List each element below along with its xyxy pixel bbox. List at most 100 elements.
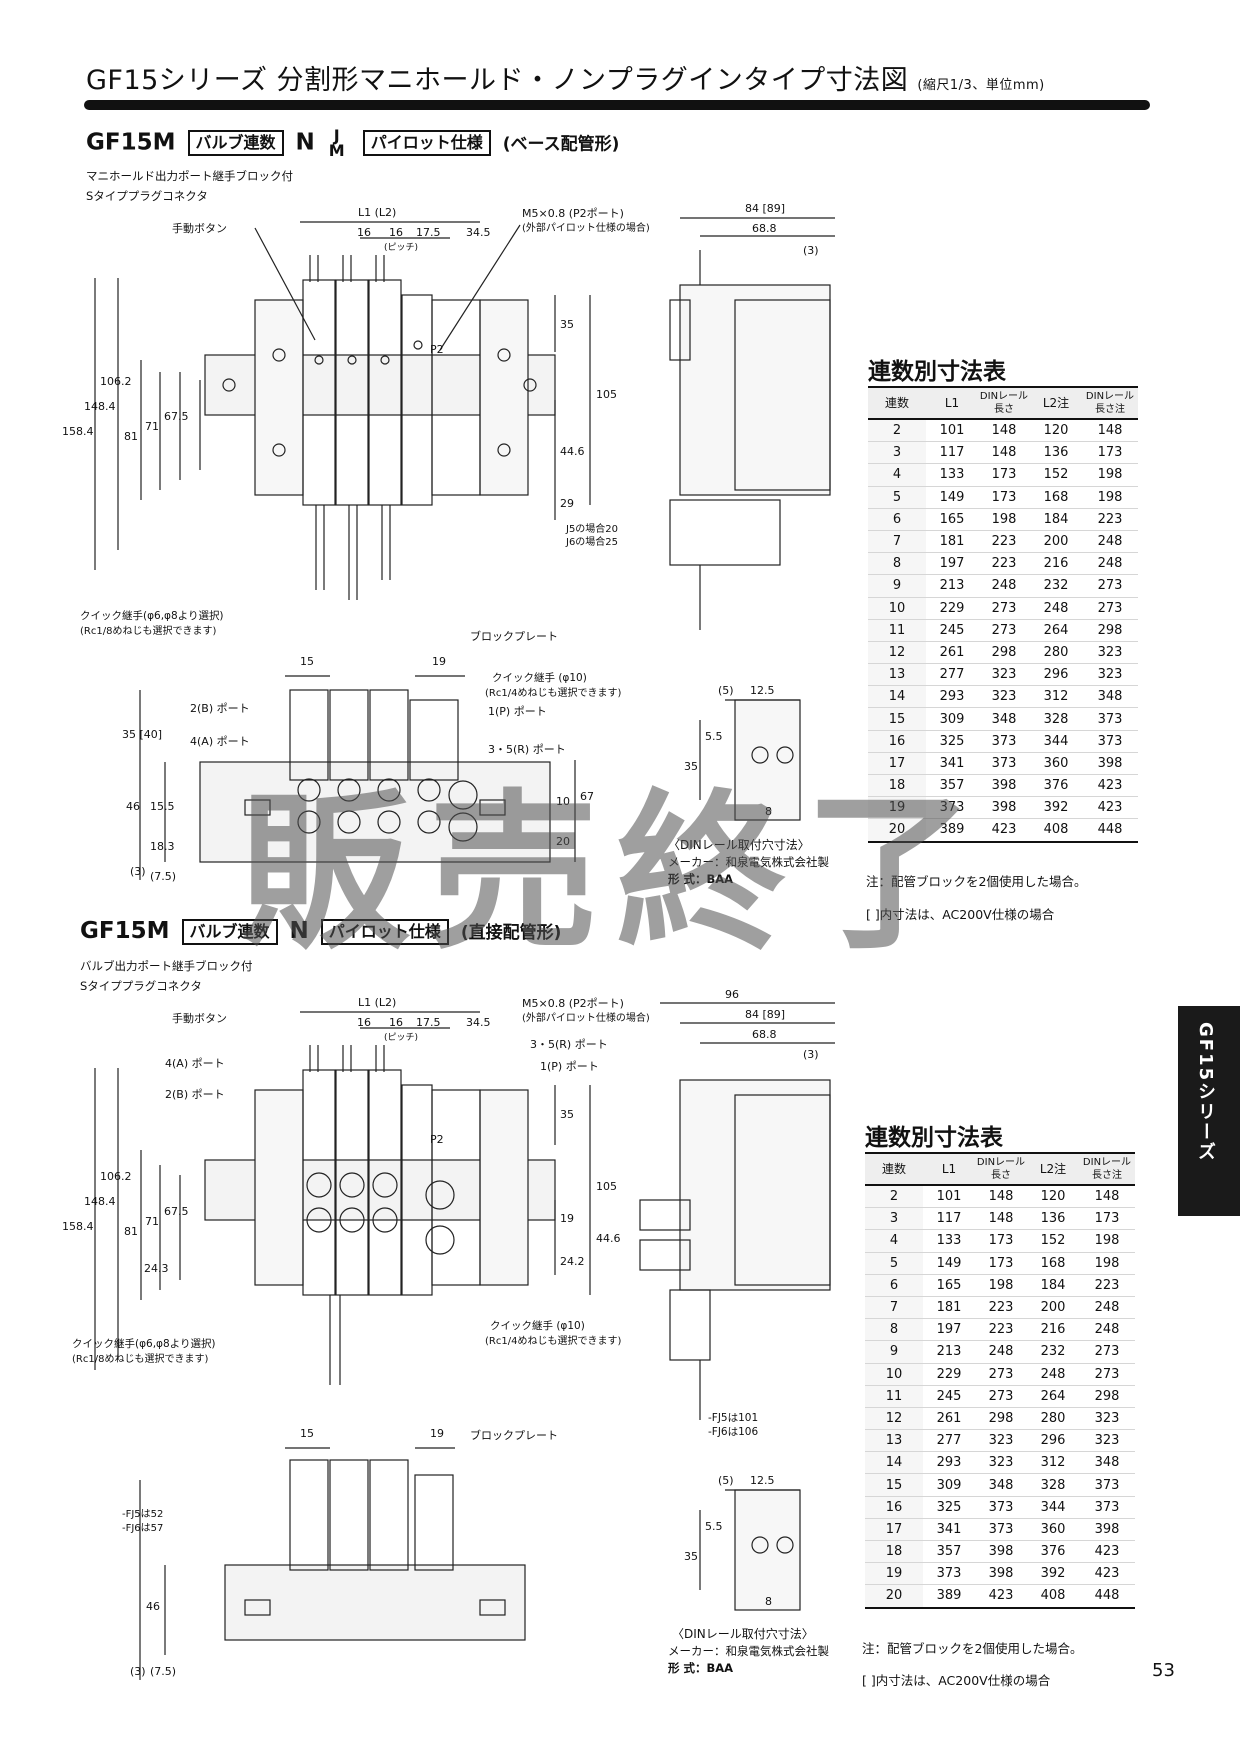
s2-port-r: 3・5(R) ポート	[530, 1038, 608, 1051]
table2-cell: 200	[1027, 1296, 1079, 1320]
section2-bottom-view	[139, 1447, 526, 1680]
table2-cell: 198	[975, 1274, 1027, 1297]
s2-m5-sub: (外部パイロット仕様の場合)	[522, 1013, 650, 1024]
table1-cell: 148	[978, 419, 1030, 443]
table1-cell: 273	[1082, 574, 1138, 598]
table1-cell: 360	[1030, 752, 1082, 776]
s2-rail5: (5)	[718, 1474, 734, 1487]
table2-cell: 357	[923, 1540, 975, 1564]
section1-bottom-view	[139, 675, 576, 880]
table2-header-din: DINレール長さ	[975, 1152, 1027, 1186]
table2-cell: 277	[923, 1429, 975, 1453]
table2-cell: 448	[1079, 1584, 1135, 1609]
table1-header-l1: L1	[926, 386, 978, 420]
table2-cell: 5	[865, 1252, 923, 1275]
s1-d155: 15.5	[150, 800, 175, 813]
section2-note2: Sタイププラグコネクタ	[80, 979, 202, 993]
table2-cell: 3	[865, 1207, 923, 1231]
section1-notes: マニホールド出力ポート継手ブロック付 Sタイププラグコネクタ	[86, 166, 293, 206]
section1-rail-detail	[699, 699, 801, 821]
s2-p2: P2	[430, 1133, 444, 1146]
table1-cell: 148	[978, 441, 1030, 465]
table1-cell: 373	[926, 796, 978, 820]
table2-cell: 348	[1079, 1451, 1135, 1475]
s1-d75: (7.5)	[150, 870, 177, 883]
table2-cell: 101	[923, 1185, 975, 1209]
table1-cell: 298	[978, 641, 1030, 665]
table2-cell: 373	[1079, 1473, 1135, 1497]
s2-d242: 24.2	[560, 1255, 585, 1268]
table1-header-din2: DINレール長さ注	[1082, 386, 1138, 420]
s1-manual-button: 手動ボタン	[172, 222, 227, 235]
s2-maker: メーカー：和泉電気株式会社製	[668, 1644, 829, 1658]
s1-port-a: 4(A) ポート	[190, 735, 250, 748]
table1-cell: 16	[868, 730, 926, 753]
s2-quick1: クイック継手(φ6,φ8より選択)	[72, 1338, 216, 1350]
table2-cell: 120	[1027, 1185, 1079, 1209]
table1-cell: 408	[1030, 818, 1082, 843]
s2-d446: 44.6	[596, 1232, 621, 1245]
table1-cell: 10	[868, 597, 926, 620]
table2-cell: 198	[1079, 1229, 1135, 1253]
s2-d75: (7.5)	[150, 1665, 177, 1678]
s1-d16a: 16	[357, 226, 371, 239]
s2-d81: 81	[124, 1225, 138, 1238]
table1-cell: 341	[926, 752, 978, 776]
s2-side688: 68.8	[752, 1028, 777, 1041]
s2-side3: (3)	[803, 1048, 819, 1061]
s1-side84: 84 [89]	[745, 202, 786, 215]
table2-cell: 136	[1027, 1207, 1079, 1231]
table2-cell: 216	[1027, 1318, 1079, 1342]
table1-cell: 173	[978, 486, 1030, 509]
table1-cell: 398	[978, 774, 1030, 798]
section2-side-view	[639, 1002, 835, 1420]
table2-cell: 264	[1027, 1385, 1079, 1408]
page-title-text: GF15シリーズ 分割形マニホールド・ノンプラグインタイプ寸法図	[86, 65, 909, 96]
table2-cell: 223	[975, 1296, 1027, 1320]
s2-d3: (3)	[130, 1665, 146, 1678]
s1-j6: J6の場合25	[566, 537, 619, 548]
table1-cell: 344	[1030, 730, 1082, 753]
section2-type: (直接配管形)	[460, 923, 562, 943]
table1-cell: 296	[1030, 663, 1082, 687]
table2-cell: 323	[975, 1429, 1027, 1453]
table1-cell: 448	[1082, 818, 1138, 843]
page-title-scale: (縮尺1/3、単位mm)	[917, 78, 1045, 93]
s2-port-b: 2(B) ポート	[165, 1088, 225, 1101]
table2-note2: [ ]内寸法は、AC200V仕様の場合	[862, 1673, 1051, 1688]
s1-rail8: 8	[765, 805, 772, 818]
table1-cell: 11	[868, 619, 926, 642]
table1-cell: 389	[926, 818, 978, 843]
s1-rail125: 12.5	[750, 684, 775, 697]
table1-cell: 376	[1030, 774, 1082, 798]
series-side-tab-label: GF15シリーズ	[1195, 1022, 1216, 1163]
table1-cell: 323	[1082, 641, 1138, 665]
s1-side688: 68.8	[752, 222, 777, 235]
s1-d35: 35	[560, 318, 574, 331]
table1-cell: 323	[1082, 663, 1138, 687]
s1-quick1-sub: (Rc1/8めねじも選択できます)	[80, 626, 217, 637]
section1-side-view	[669, 217, 835, 630]
table1-cell: 248	[1082, 552, 1138, 576]
s2-d175: 17.5	[416, 1016, 441, 1029]
s1-d183: 18.3	[150, 840, 175, 853]
s2-d105: 105	[596, 1180, 617, 1193]
s1-d446: 44.6	[560, 445, 585, 458]
s2-port-a: 4(A) ポート	[165, 1057, 225, 1070]
table1-cell: 423	[1082, 774, 1138, 798]
s2-block: ブロックプレート	[470, 1429, 558, 1442]
s1-d1584: 158.4	[62, 425, 94, 438]
s1-port-b: 2(B) ポート	[190, 702, 250, 715]
table2-cell: 165	[923, 1274, 975, 1297]
